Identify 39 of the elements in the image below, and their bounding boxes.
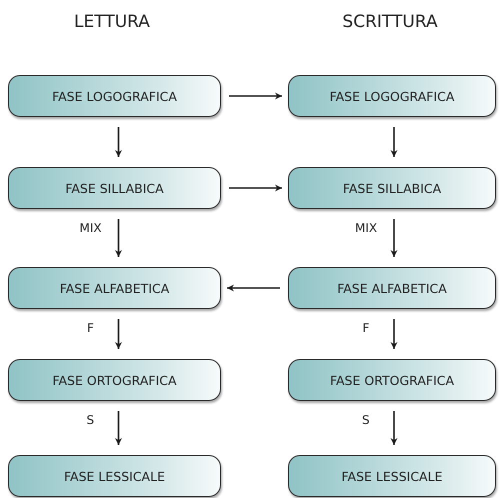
- arrow: [229, 184, 282, 192]
- phase-box: [8, 267, 221, 309]
- phase-box: [288, 359, 496, 401]
- phase-label: FASE ORTOGRAFICA: [52, 372, 177, 388]
- arrow: [390, 319, 398, 349]
- column-heading: LETTURA: [74, 12, 150, 32]
- phase-box: [8, 75, 221, 117]
- edge-label: MIX: [80, 221, 102, 235]
- phase-box: [288, 75, 496, 117]
- edge-label: F: [87, 321, 94, 335]
- phase-label: FASE ORTOGRAFICA: [330, 372, 454, 388]
- phase-label: FASE ALFABETICA: [60, 280, 170, 296]
- arrow: [115, 319, 122, 349]
- arrow: [227, 284, 280, 292]
- arrow: [115, 219, 122, 257]
- phase-box: [288, 167, 496, 209]
- phase-box: [8, 359, 221, 401]
- phase-box: [8, 167, 221, 209]
- phase-label: FASE SILLABICA: [65, 180, 164, 196]
- arrow: [115, 127, 122, 157]
- edge-label: S: [362, 413, 370, 427]
- phase-box: [288, 455, 496, 497]
- edge-label: MIX: [355, 221, 378, 235]
- arrow: [115, 411, 122, 445]
- arrow: [390, 411, 398, 445]
- phase-label: FASE LESSICALE: [342, 468, 442, 484]
- phase-box: [8, 455, 221, 497]
- arrow: [229, 92, 282, 100]
- edge-label: F: [362, 321, 370, 335]
- phase-label: FASE ALFABETICA: [337, 280, 447, 296]
- edge-label: S: [86, 413, 94, 427]
- arrow: [390, 219, 398, 257]
- arrow: [390, 127, 398, 157]
- column-heading: SCRITTURA: [342, 12, 438, 32]
- phase-label: FASE LOGOGRAFICA: [52, 88, 177, 104]
- phase-box: [288, 267, 496, 309]
- phase-label: FASE LOGOGRAFICA: [330, 88, 454, 104]
- phase-label: FASE SILLABICA: [342, 180, 442, 196]
- phase-label: FASE LESSICALE: [64, 468, 165, 484]
